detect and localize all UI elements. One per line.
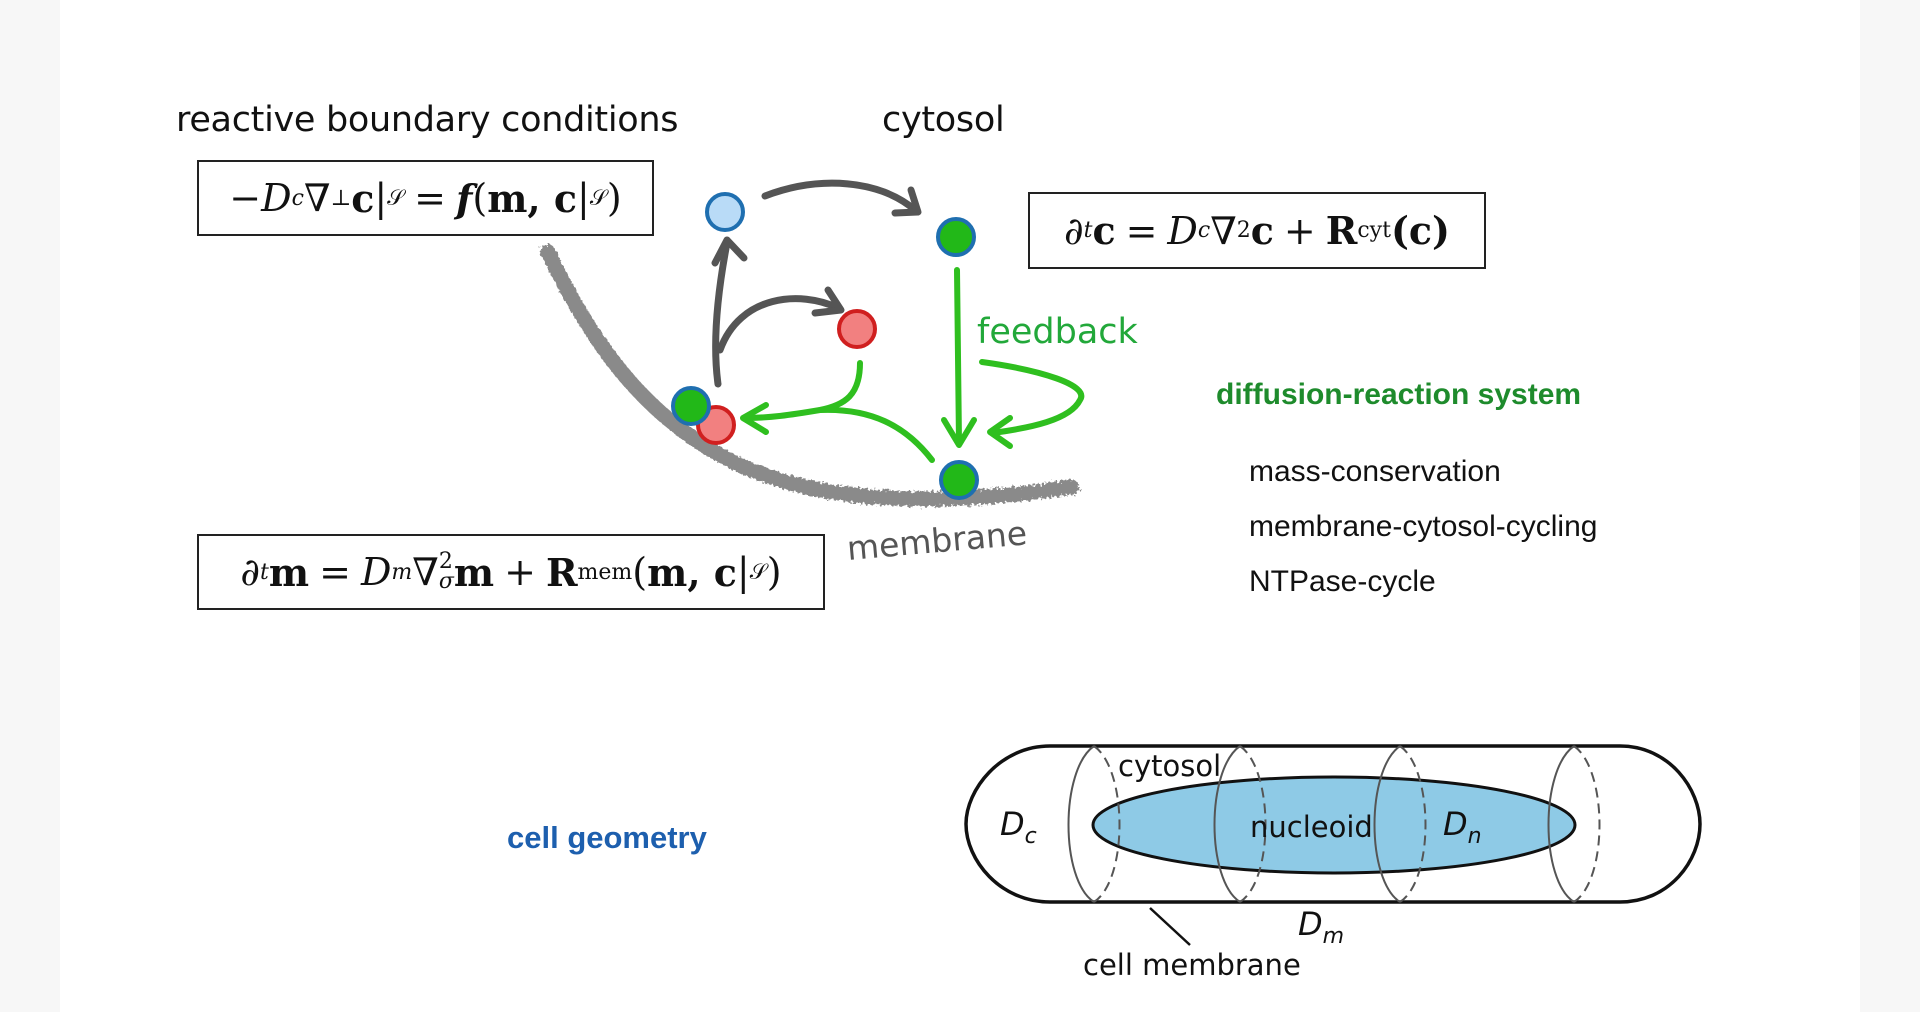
protein-green-cytosol	[936, 217, 976, 257]
eq-token: m	[453, 549, 495, 595]
arrowhead-green-down	[941, 417, 977, 448]
eq-token: (	[632, 550, 648, 594]
arrowhead-feedback-loop	[987, 415, 1013, 449]
eq-token: (c)	[1390, 208, 1451, 253]
arrow-membrane-to-red	[716, 295, 842, 354]
eq-token: m	[268, 549, 310, 595]
protein-light-blue	[705, 192, 745, 232]
ring-solid	[1067, 745, 1095, 903]
feedback-label: feedback	[977, 312, 1139, 352]
arrow-green-to-junction	[817, 406, 935, 463]
symbol-sub: m	[1323, 924, 1344, 949]
arrow-feedback-loop	[979, 359, 1085, 436]
cell-capsule	[964, 744, 1702, 904]
eq-token: c	[291, 185, 304, 211]
symbol-D: D	[1443, 805, 1468, 843]
diffusion-reaction-system-heading: diffusion-reaction system	[1216, 378, 1582, 411]
eq-token: c	[1092, 208, 1116, 253]
eq-token: )	[766, 550, 782, 594]
ring-dashed	[1399, 745, 1427, 903]
eq-token: |	[374, 176, 388, 220]
eq-token: +	[504, 550, 536, 594]
eq-token: c	[1197, 218, 1211, 243]
protein-green-membrane-left	[671, 386, 711, 426]
ring-dashed	[1573, 745, 1601, 903]
symbol-sub: n	[1468, 824, 1482, 849]
ring-solid	[1213, 745, 1241, 903]
ring-solid	[1547, 745, 1575, 903]
symbol-D: D	[1298, 905, 1323, 943]
diffusion-coefficient-membrane: Dm	[1298, 905, 1344, 949]
eq-token: (	[472, 176, 488, 220]
eq-token: ∂	[1063, 208, 1084, 253]
ring-dashed	[1093, 745, 1121, 903]
eq-token: m, c	[487, 175, 578, 221]
eq-token: m	[391, 559, 413, 585]
cell-geometry-heading: cell geometry	[507, 820, 707, 855]
cell-membrane-label: cell membrane	[1083, 948, 1301, 982]
cell-membrane-pointer	[1149, 907, 1191, 946]
eq-token: c	[1250, 208, 1274, 253]
symbol-sub: c	[1025, 824, 1037, 849]
protein-red	[837, 309, 877, 349]
eq-token: cyt	[1357, 218, 1391, 243]
eq-token: =	[414, 176, 447, 220]
eq-token: R	[1325, 208, 1358, 253]
symbol-D: D	[1000, 805, 1025, 843]
arrow-green-down	[954, 267, 962, 446]
eq-token: 2	[438, 549, 453, 574]
eq-token: D	[360, 550, 392, 594]
eq-token: −	[229, 176, 262, 220]
eq-token: D	[1167, 208, 1198, 253]
eq-token: R	[545, 549, 578, 595]
arrow-light-blue-to-green	[761, 179, 919, 214]
diffusion-coefficient-cytosol: Dc	[1000, 805, 1037, 849]
eq-token: D	[261, 176, 292, 220]
arrowhead-membrane-to-light-blue	[711, 236, 748, 267]
eq-token: 2	[1236, 218, 1251, 243]
eq-token: +	[1283, 208, 1316, 253]
diffusion-coefficient-nucleoid: Dn	[1443, 805, 1482, 849]
eq-token: ∇	[1210, 208, 1237, 253]
list-item: NTPase-cycle	[1249, 565, 1436, 598]
cytosol-label: cytosol	[1118, 749, 1221, 783]
eq-token: =	[1125, 208, 1158, 253]
nucleoid-label: nucleoid	[1250, 810, 1373, 844]
eq-token: 𝒮	[749, 559, 767, 585]
arrow-membrane-to-light-blue	[712, 239, 731, 388]
cytosol-title: cytosol	[882, 100, 1005, 140]
reactive-boundary-conditions-title: reactive boundary conditions	[176, 100, 679, 140]
eq-token: 𝒮	[387, 185, 405, 211]
nucleoid-ellipse	[1091, 775, 1577, 875]
eq-token: ∇	[412, 550, 439, 594]
eq-token: mem	[577, 559, 633, 585]
eq-token: 𝒮	[589, 185, 607, 211]
arrowhead-light-blue-to-green	[891, 186, 922, 217]
ring-dashed	[1239, 745, 1267, 903]
arrowhead-red-to-membrane	[740, 402, 769, 435]
list-item: mass-conservation	[1249, 455, 1501, 488]
protein-green-membrane-bottom	[939, 460, 979, 500]
eq-token: ⊥	[330, 185, 352, 211]
eq-token: σ	[438, 569, 454, 594]
membrane-curve	[540, 244, 1080, 507]
eq-token: ∇	[303, 176, 331, 220]
eq-token: f	[456, 175, 473, 221]
eq-token: =	[319, 550, 351, 594]
eq-token: m, c	[647, 549, 737, 595]
ring-solid	[1373, 745, 1401, 903]
eq-token: t	[260, 559, 269, 585]
eq-token: )	[606, 176, 622, 220]
eq-token: t	[1083, 218, 1093, 243]
arrowhead-membrane-to-red	[811, 286, 845, 317]
list-item: membrane-cytosol-cycling	[1249, 510, 1598, 543]
eq-token: ∂	[240, 550, 261, 594]
eq-token: c	[351, 175, 375, 221]
